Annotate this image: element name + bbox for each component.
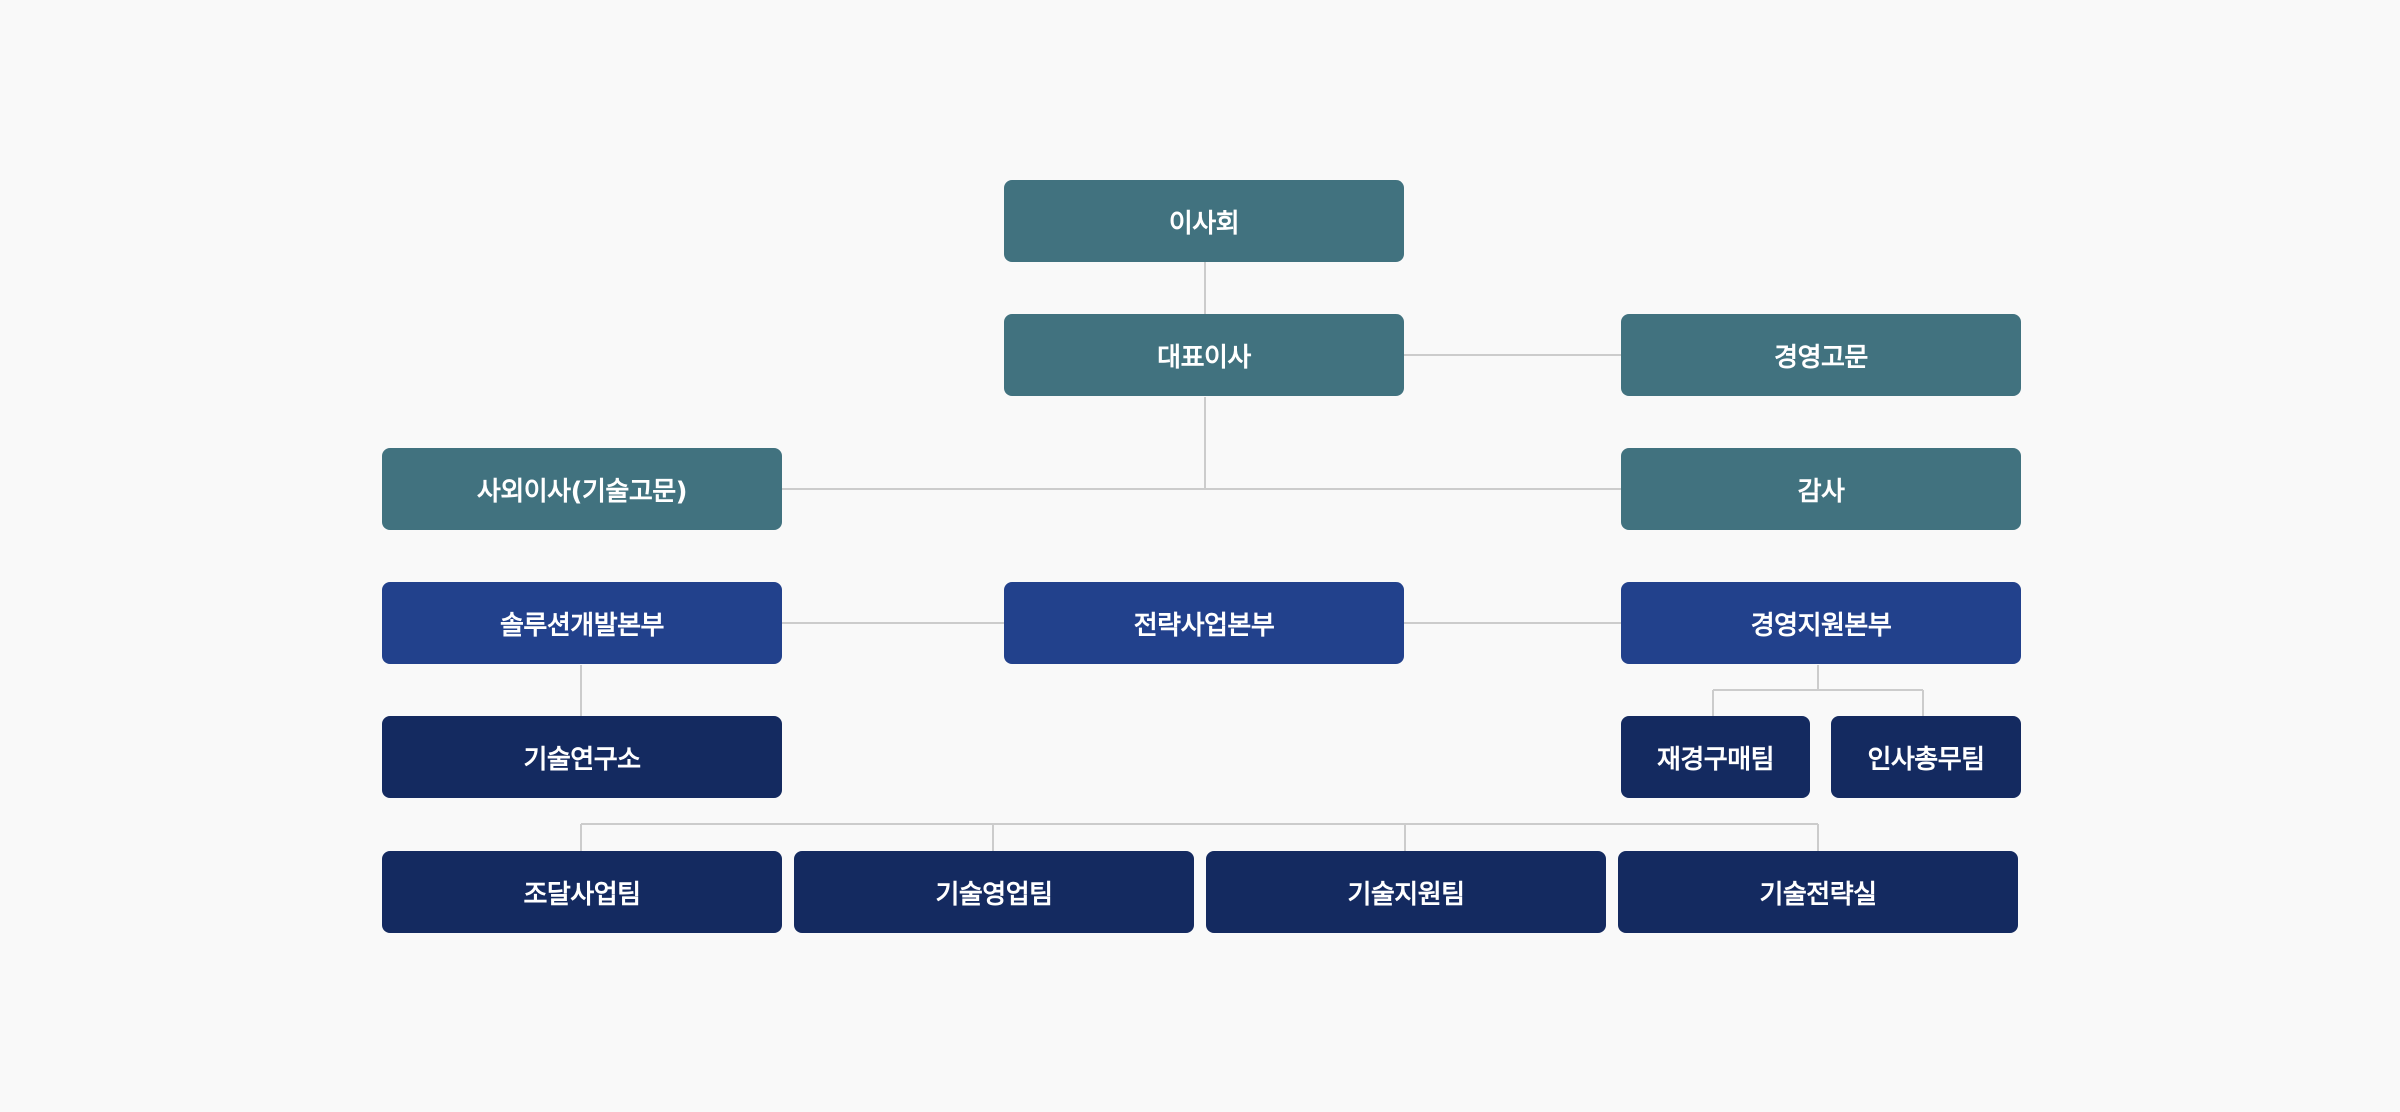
tech-support-team-node[interactable]: 기술지원팀 — [1206, 851, 1606, 933]
solution-division-node[interactable]: 솔루션개발본부 — [382, 582, 782, 664]
strategy-division-node[interactable]: 전략사업본부 — [1004, 582, 1404, 664]
hr-team-node[interactable]: 인사총무팀 — [1831, 716, 2021, 798]
procurement-team-node[interactable]: 조달사업팀 — [382, 851, 782, 933]
advisor-node[interactable]: 경영고문 — [1621, 314, 2021, 396]
tech-sales-team-node[interactable]: 기술영업팀 — [794, 851, 1194, 933]
outside-director-node[interactable]: 사외이사(기술고문) — [382, 448, 782, 530]
research-lab-node[interactable]: 기술연구소 — [382, 716, 782, 798]
auditor-node[interactable]: 감사 — [1621, 448, 2021, 530]
tech-strategy-office-node[interactable]: 기술전략실 — [1618, 851, 2018, 933]
finance-team-node[interactable]: 재경구매팀 — [1621, 716, 1810, 798]
management-division-node[interactable]: 경영지원본부 — [1621, 582, 2021, 664]
board-node[interactable]: 이사회 — [1004, 180, 1404, 262]
ceo-node[interactable]: 대표이사 — [1004, 314, 1404, 396]
